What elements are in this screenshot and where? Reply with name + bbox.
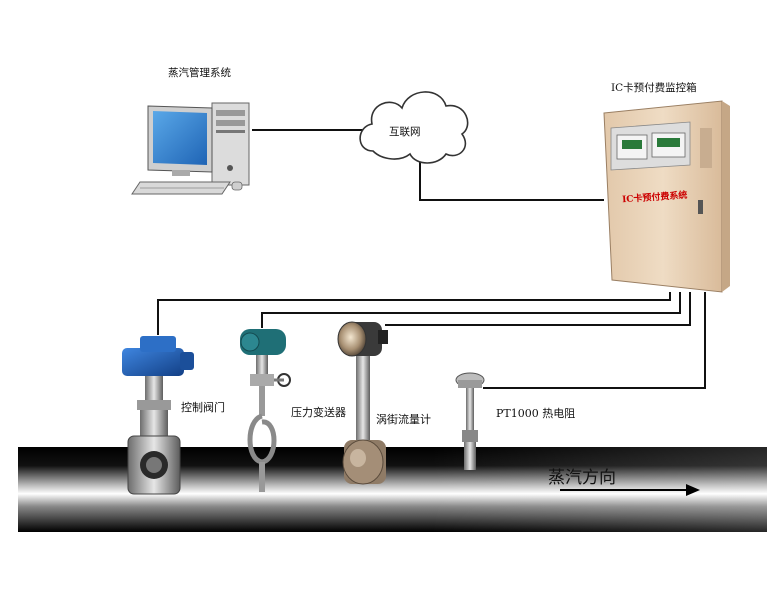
pressure-transmitter-icon (240, 329, 291, 492)
arrow-right-icon (560, 484, 700, 496)
desktop-computer-icon (131, 102, 250, 195)
cabinet-title-label: IC卡预付费监控箱 (611, 82, 697, 94)
control-cabinet-icon (603, 100, 730, 293)
vortex-flowmeter-label: 涡街流量计 (376, 413, 431, 426)
electric-valve-icon (122, 336, 194, 495)
thermal-resistor-label: PT1000 热电阻 (496, 407, 576, 420)
vortex-flowmeter-icon (337, 321, 388, 485)
cloud-icon (359, 91, 469, 164)
control-valve-label: 控制阀门 (181, 401, 225, 414)
management-system-label: 蒸汽管理系统 (168, 67, 231, 79)
pressure-transmitter-label: 压力变送器 (291, 406, 346, 419)
internet-label: 互联网 (389, 126, 421, 138)
steam-direction-label: 蒸汽方向 (548, 468, 616, 488)
temperature-sensor-icon (455, 372, 485, 470)
signal-wires (157, 129, 706, 389)
